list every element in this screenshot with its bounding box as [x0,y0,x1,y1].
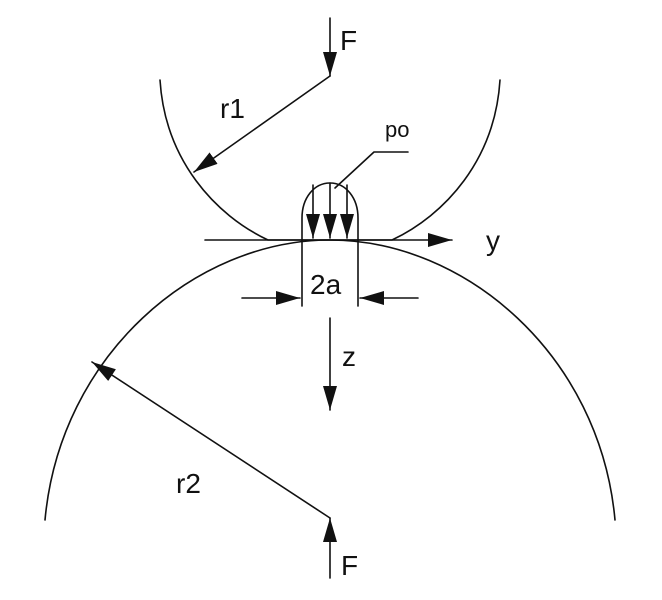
radius-r2-arrow [91,361,331,519]
force-label-bottom: F [341,550,358,581]
pressure-label: po [385,117,409,142]
radius-r1-arrow [193,75,331,173]
z-axis-label: z [342,341,356,372]
width-label: 2a [310,269,342,300]
radius-label-r2: r2 [176,468,201,499]
pressure-arrows [306,182,354,239]
radius-label-r1: r1 [220,93,245,124]
y-axis-label: y [486,225,500,256]
force-label-top: F [340,25,357,56]
pressure-leader-line [334,151,409,189]
